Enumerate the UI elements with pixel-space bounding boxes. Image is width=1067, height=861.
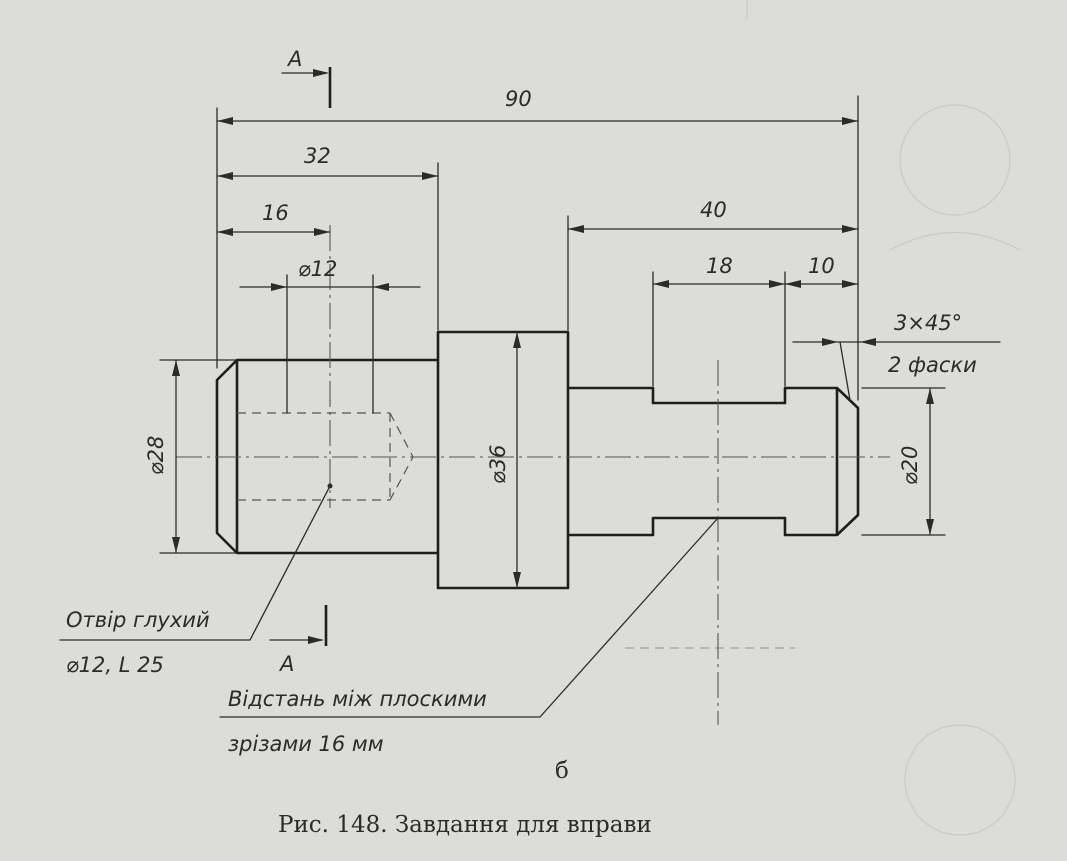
part-outline xyxy=(215,330,860,590)
dimension-arrowheads xyxy=(172,117,934,588)
flats-note-line2: зрізами 16 мм xyxy=(228,732,384,756)
dim-end-length: 10 xyxy=(808,254,835,278)
background-bleed xyxy=(746,0,1021,836)
dim-hole-diameter: ⌀12 xyxy=(298,257,337,281)
dim-flat-length: 18 xyxy=(706,254,733,278)
note-leaders xyxy=(59,483,719,718)
center-lines xyxy=(176,225,890,725)
hole-note-line2: ⌀12, L 25 xyxy=(66,653,164,677)
section-cut-marks xyxy=(269,67,332,646)
dim-overall-length: 90 xyxy=(505,87,532,111)
extension-lines xyxy=(159,95,946,554)
dim-chamfer: 3×45° xyxy=(894,311,962,335)
figure-sublabel: б xyxy=(555,758,569,784)
dim-collar-diameter: ⌀36 xyxy=(486,445,510,484)
hole-note-line1: Отвір глухий xyxy=(66,608,210,632)
section-label-bottom: A xyxy=(278,652,294,676)
flats-note-line1: Відстань між плоскими xyxy=(228,687,487,711)
dim-right-part-length: 40 xyxy=(700,198,727,222)
dimension-lines xyxy=(175,120,1001,589)
figure-caption: Рис. 148. Завдання для вправи xyxy=(278,812,652,838)
dim-chamfer-note: 2 фаски xyxy=(888,353,977,377)
dim-hole-center-offset: 16 xyxy=(262,201,289,225)
dim-right-diameter: ⌀20 xyxy=(898,446,922,485)
dim-left-diameter: ⌀28 xyxy=(144,436,168,475)
dim-left-part-length: 32 xyxy=(304,144,331,168)
section-label-top: A xyxy=(286,47,302,71)
